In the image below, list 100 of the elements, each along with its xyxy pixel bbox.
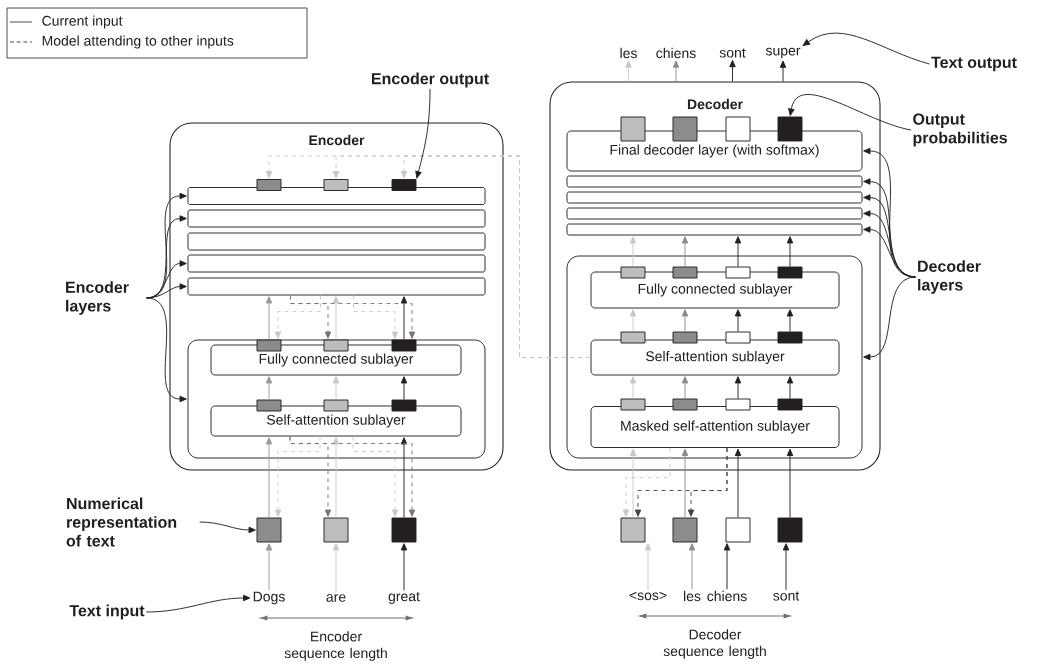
dimension-label: Encoder sequence length xyxy=(284,631,387,661)
layer-bar xyxy=(187,209,486,228)
input-word: <sos> xyxy=(629,591,667,601)
callout-text: Encoder output xyxy=(371,72,489,88)
dashed-arrow xyxy=(274,436,321,517)
callout-text: Decoder layers xyxy=(918,260,981,294)
vector-cell xyxy=(323,179,349,191)
arrow xyxy=(734,309,742,332)
arrow xyxy=(681,309,689,332)
arrow xyxy=(734,448,742,518)
output-word: chiens xyxy=(656,47,696,59)
vector-cell xyxy=(777,266,803,279)
arrow xyxy=(681,376,689,399)
vector-cell xyxy=(256,339,282,352)
callout-text: Text input xyxy=(69,604,145,620)
probability-square xyxy=(777,116,803,142)
arrow xyxy=(672,60,680,82)
token-square xyxy=(620,517,646,543)
layer-bar xyxy=(566,223,863,236)
callout-text: Text output xyxy=(931,56,1017,72)
vector-cell xyxy=(672,398,698,411)
layer-bar xyxy=(187,277,486,296)
arrow xyxy=(729,59,736,82)
arrow xyxy=(786,236,794,267)
output-word: sont xyxy=(719,48,746,58)
callout-text: Numerical representation of text xyxy=(66,497,177,547)
dashed-arrow xyxy=(352,436,399,517)
vector-cell xyxy=(391,179,417,191)
layer-bar xyxy=(566,207,863,220)
sublayer-box: Fully connected sublayer xyxy=(210,344,462,376)
token-square xyxy=(391,517,417,543)
arrow xyxy=(688,543,696,590)
arrow xyxy=(723,543,731,590)
vector-cell xyxy=(620,266,646,279)
dashed-arrow xyxy=(687,447,728,517)
vector-cell xyxy=(620,398,646,411)
dashed-arrow xyxy=(274,295,321,339)
arrow xyxy=(265,437,273,518)
callout-arrow xyxy=(863,226,916,278)
vector-cell xyxy=(323,339,349,352)
arrow xyxy=(644,543,652,591)
sublayer-box: Self-attention sublayer xyxy=(210,405,462,437)
arrow xyxy=(332,296,340,340)
vector-cell xyxy=(777,398,803,411)
arrow xyxy=(400,437,408,518)
dimension-label: Decoder sequence length xyxy=(663,629,766,659)
arrow xyxy=(265,376,273,400)
arrow xyxy=(332,376,340,400)
vector-cell xyxy=(391,399,417,412)
vector-cell xyxy=(391,339,417,352)
arrow xyxy=(332,543,340,594)
output-word: les xyxy=(620,47,637,59)
arrow xyxy=(779,60,787,82)
layer-bar xyxy=(187,254,486,273)
probability-square xyxy=(725,116,751,142)
dashed-arrow xyxy=(290,295,416,339)
arrow xyxy=(629,448,637,518)
input-word: chiens xyxy=(707,590,747,602)
vector-cell xyxy=(620,331,646,344)
arrow xyxy=(400,543,408,591)
vector-cell xyxy=(725,398,751,411)
dashed-arrow xyxy=(400,155,591,358)
callout-arrow xyxy=(146,297,187,403)
arrow xyxy=(782,543,790,591)
input-word: Dogs xyxy=(253,591,285,605)
callout-arrow xyxy=(199,521,256,534)
token-square xyxy=(672,517,698,543)
vector-cell xyxy=(725,331,751,344)
arrow xyxy=(629,376,637,399)
vector-cell xyxy=(323,399,349,412)
callout-arrow xyxy=(788,94,912,131)
token-square xyxy=(725,517,751,543)
input-word: great xyxy=(388,592,420,604)
arrow xyxy=(265,296,273,340)
arrow xyxy=(265,543,273,591)
callout-arrow xyxy=(146,283,187,299)
arrow xyxy=(681,236,689,267)
dashed-arrow xyxy=(289,436,416,517)
token-square xyxy=(256,517,282,543)
vector-cell xyxy=(777,331,803,344)
token-square xyxy=(777,517,803,543)
output-word: super xyxy=(765,47,801,59)
vector-cell xyxy=(256,399,282,412)
arrow xyxy=(681,448,689,518)
arrow xyxy=(786,448,794,518)
arrow xyxy=(629,236,637,267)
callout-arrow xyxy=(863,276,916,361)
dashed-arrow xyxy=(622,447,671,517)
input-word: les xyxy=(684,590,701,602)
layer-bar xyxy=(566,191,863,204)
callout-arrow xyxy=(145,594,251,613)
dashed-arrow xyxy=(353,295,399,339)
legend-entry: Current input xyxy=(9,15,123,29)
arrow xyxy=(400,296,408,340)
vector-cell xyxy=(725,266,751,279)
probability-square xyxy=(620,116,646,142)
callout-arrow xyxy=(415,88,431,179)
input-word: sont xyxy=(773,591,800,601)
arrow xyxy=(629,309,637,332)
input-word: are xyxy=(326,594,346,602)
